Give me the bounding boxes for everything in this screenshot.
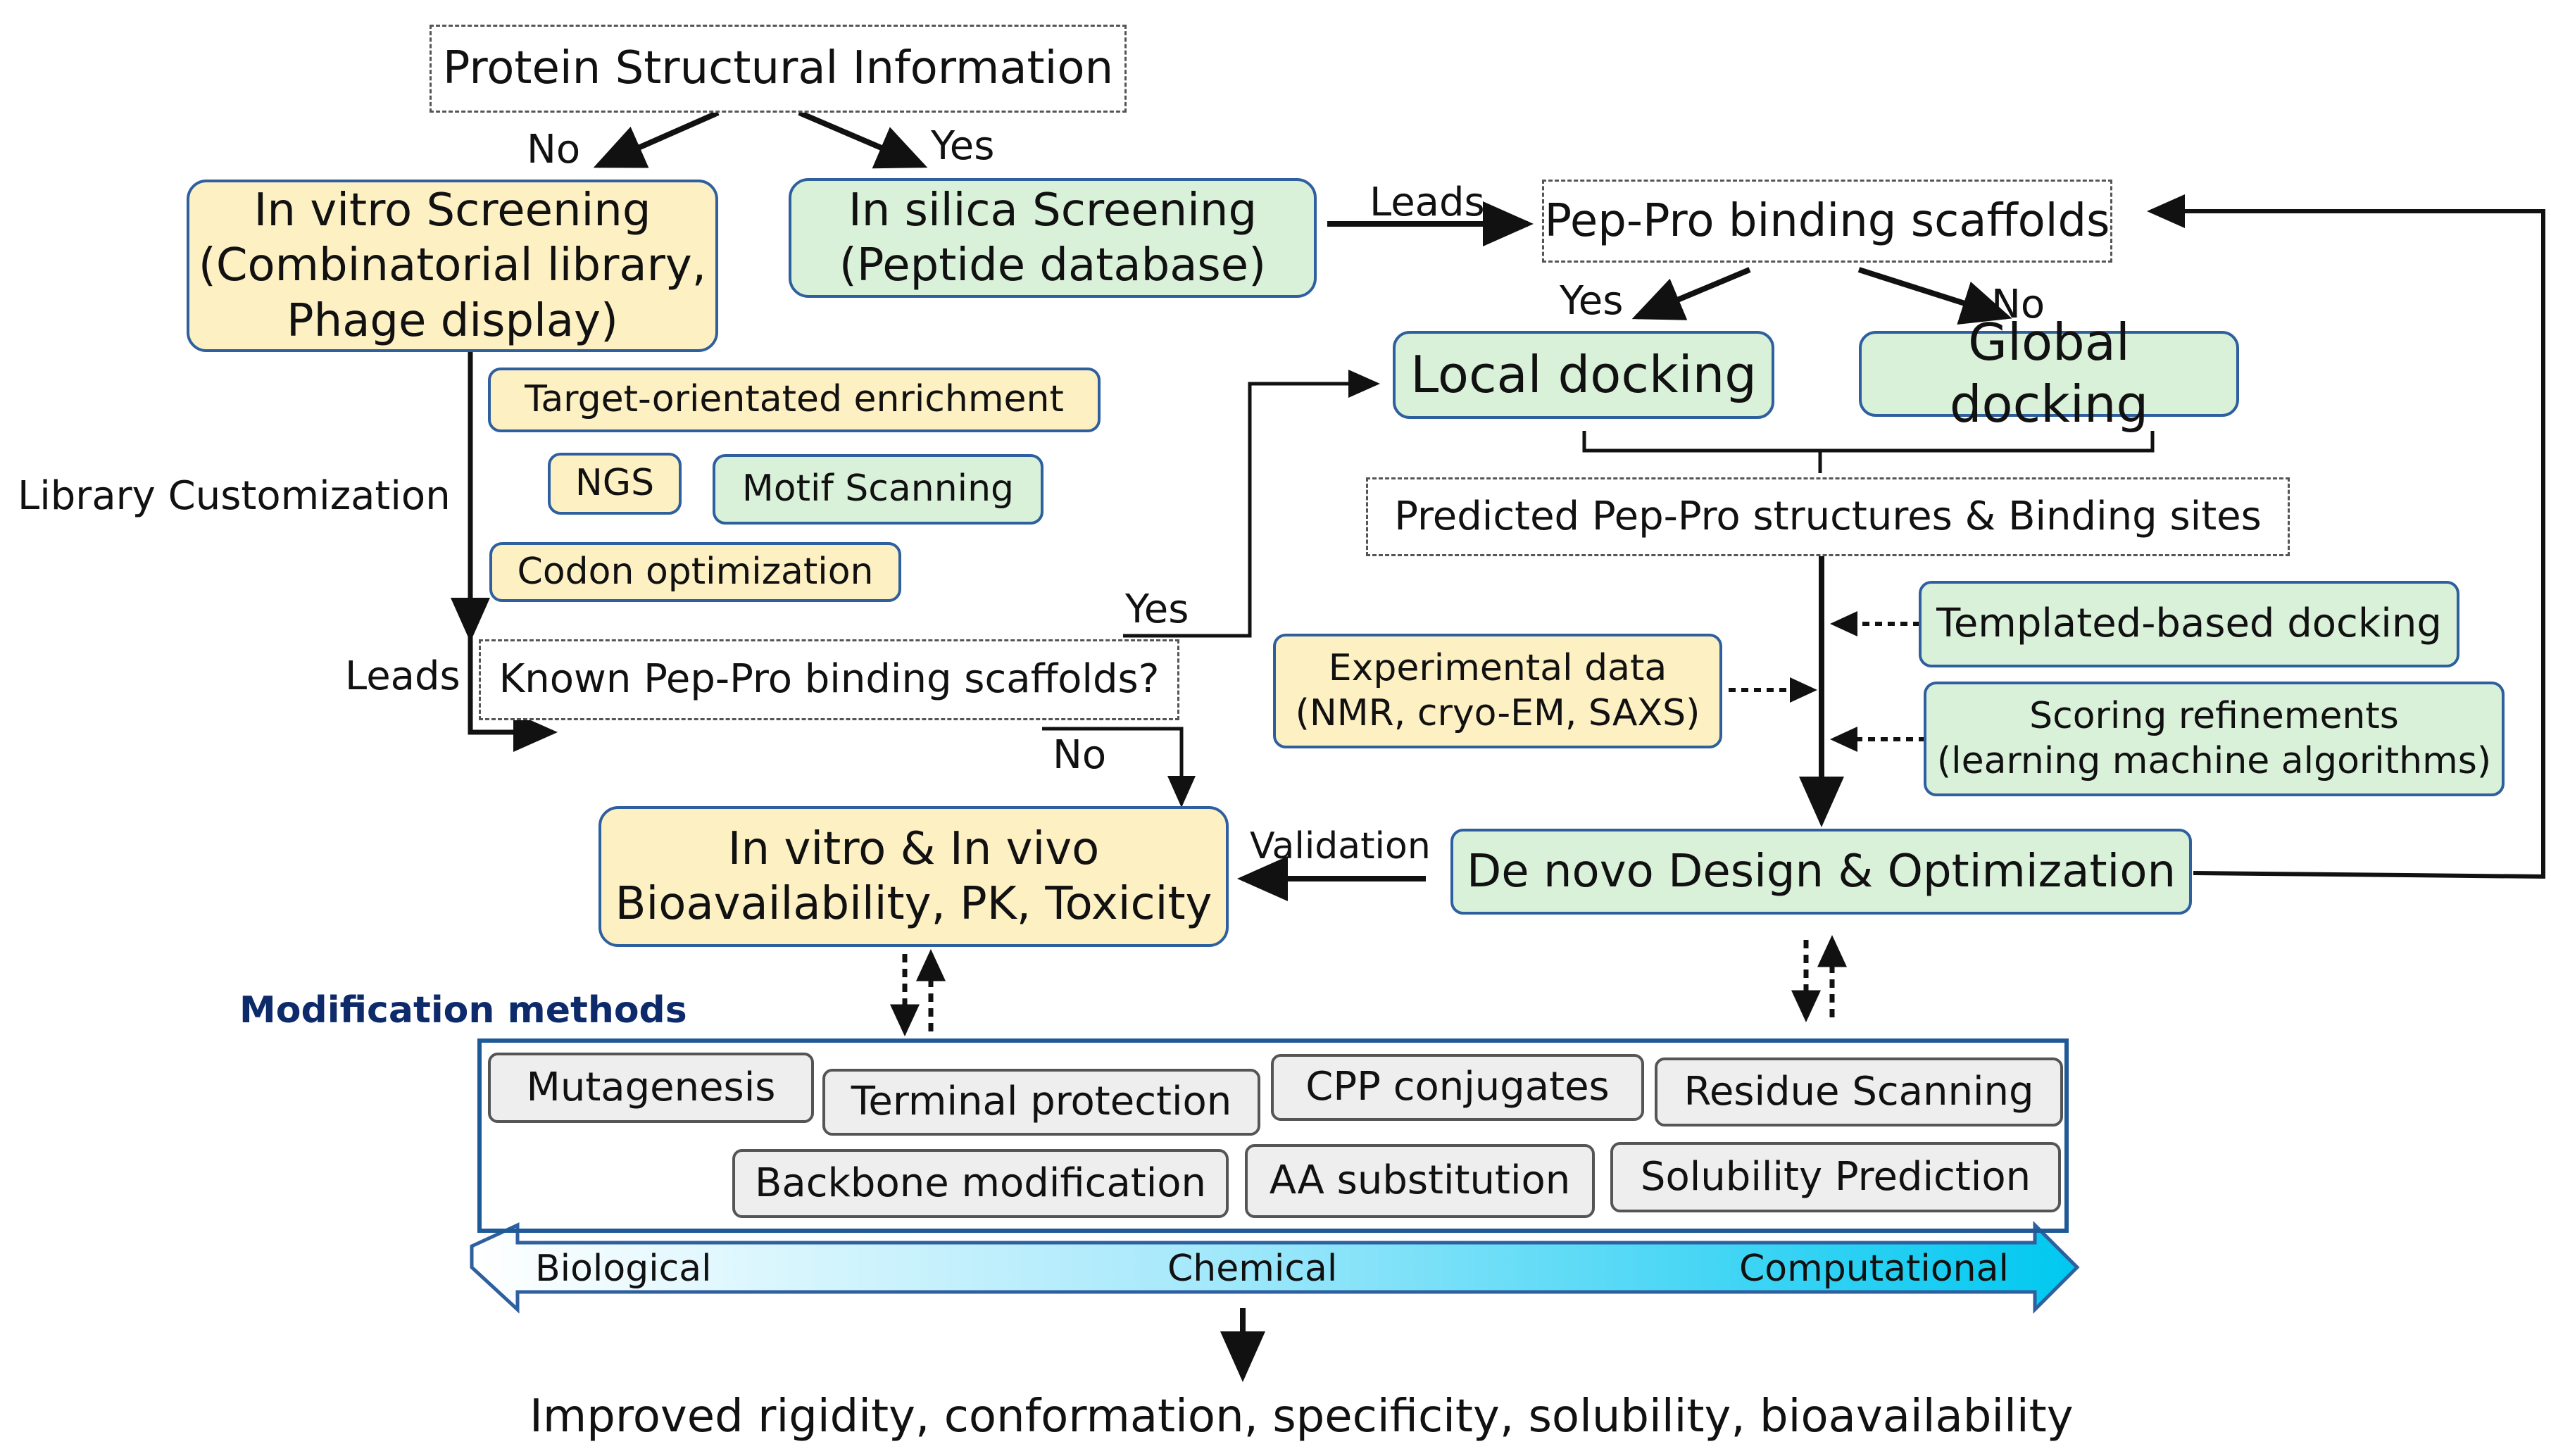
insilica-screening-box: In silica Screening (Peptide database) [789,178,1317,298]
modification-title: Modification methods [239,989,687,1031]
arrow-known-yes-local [1123,370,1380,638]
no-label-docking: No [1991,282,2045,327]
method-residue-scanning-text: Residue Scanning [1684,1068,2034,1115]
known-scaffolds-text: Known Pep-Pro binding scaffolds? [499,656,1160,703]
invitro-screening-line1: In vitro Screening [253,184,651,237]
ngs-box: NGS [548,453,682,515]
modification-frame [477,1038,2069,1233]
denovo-box: De novo Design & Optimization [1450,829,2192,915]
library-customization-label: Library Customization [18,473,451,519]
templated-docking-box: Templated-based docking [1919,581,2459,667]
method-terminal-protection-text: Terminal protection [851,1079,1232,1125]
leads-label-top: Leads [1369,180,1485,225]
global-docking-text: Global docking [1949,313,2149,434]
target-enrichment-text: Target-orientated enrichment [525,378,1064,421]
scoring-refinements-line1: Scoring refinements [2029,695,2399,738]
docking-bracket [1582,431,2155,473]
arrow-known-no-invivo [1042,727,1196,808]
yes-label-known: Yes [1125,586,1189,632]
invitro-screening-box: In vitro Screening (Combinatorial librar… [187,180,718,352]
method-cpp-conjugates-text: CPP conjugates [1305,1064,1610,1110]
experimental-data-line2: (NMR, cryo-EM, SAXS) [1295,691,1700,734]
method-mutagenesis: Mutagenesis [488,1053,814,1123]
insilica-screening-line2: (Peptide database) [839,239,1267,291]
known-scaffolds-box: Known Pep-Pro binding scaffolds? [479,639,1179,720]
arrow-to-invitro [593,110,720,168]
method-aa-substitution-text: AA substitution [1269,1157,1571,1204]
local-docking-box: Local docking [1393,331,1774,419]
method-terminal-protection: Terminal protection [822,1069,1260,1136]
experimental-data-box: Experimental data (NMR, cryo-EM, SAXS) [1273,634,1722,748]
scoring-refinements-line2: (learning machine algorithms) [1936,739,2492,782]
method-solubility-prediction: Solubility Prediction [1610,1142,2061,1212]
scoring-refinements-box: Scoring refinements (learning machine al… [1924,682,2505,796]
predicted-structures-text: Predicted Pep-Pro structures & Binding s… [1394,493,2262,539]
spectrum-chemical: Chemical [1167,1248,1338,1290]
denovo-text: De novo Design & Optimization [1466,845,2176,898]
arrow-to-global-docking [1857,267,2012,325]
invivo-box: In vitro & In vivo Bioavailability, PK, … [598,806,1229,947]
ngs-text: NGS [575,462,655,505]
yes-label-top: Yes [931,123,995,169]
motif-scanning-text: Motif Scanning [741,467,1015,510]
spectrum-arrow [470,1220,2080,1314]
templated-docking-text: Templated-based docking [1936,601,2442,647]
method-residue-scanning: Residue Scanning [1655,1058,2063,1126]
feedback-loop [2147,194,2545,879]
experimental-data-line1: Experimental data [1328,647,1667,690]
pep-pro-scaffolds-box: Pep-Pro binding scaffolds [1542,180,2112,263]
invivo-line1: In vitro & In vivo [727,822,1100,875]
local-docking-text: Local docking [1410,344,1757,404]
invitro-screening-line3: Phage display) [287,294,618,347]
invitro-screening-line2: (Combinatorial library, [198,239,707,292]
motif-scanning-box: Motif Scanning [713,454,1043,525]
method-mutagenesis-text: Mutagenesis [526,1064,776,1110]
global-docking-box: Global docking [1859,313,2239,434]
validation-label: Validation [1250,825,1431,867]
protein-structural-info-box: Protein Structural Information [430,25,1127,113]
method-backbone-modification-text: Backbone modification [754,1160,1207,1206]
codon-optimization-text: Codon optimization [517,550,874,593]
codon-optimization-box: Codon optimization [489,542,901,602]
spectrum-computational: Computational [1739,1248,2009,1290]
outcome-text: Improved rigidity, conformation, specifi… [529,1391,2074,1443]
leads-label-left: Leads [345,653,460,699]
method-backbone-modification: Backbone modification [732,1149,1229,1218]
target-enrichment-box: Target-orientated enrichment [488,368,1101,432]
method-solubility-prediction-text: Solubility Prediction [1640,1153,2031,1200]
arrow-to-local-docking [1631,267,1751,320]
spectrum-biological: Biological [535,1248,712,1290]
invivo-line2: Bioavailability, PK, Toxicity [615,878,1212,930]
predicted-structures-box: Predicted Pep-Pro structures & Binding s… [1366,477,2290,556]
method-cpp-conjugates: CPP conjugates [1271,1054,1644,1121]
pep-pro-scaffolds-text: Pep-Pro binding scaffolds [1544,194,2110,247]
protein-structural-info-text: Protein Structural Information [442,42,1114,95]
method-aa-substitution: AA substitution [1245,1144,1595,1218]
arrow-to-insilica [798,110,928,169]
insilica-screening-line1: In silica Screening [848,184,1258,237]
no-label-top: No [527,127,581,172]
yes-label-docking: Yes [1560,278,1624,324]
no-label-known: No [1053,732,1107,778]
